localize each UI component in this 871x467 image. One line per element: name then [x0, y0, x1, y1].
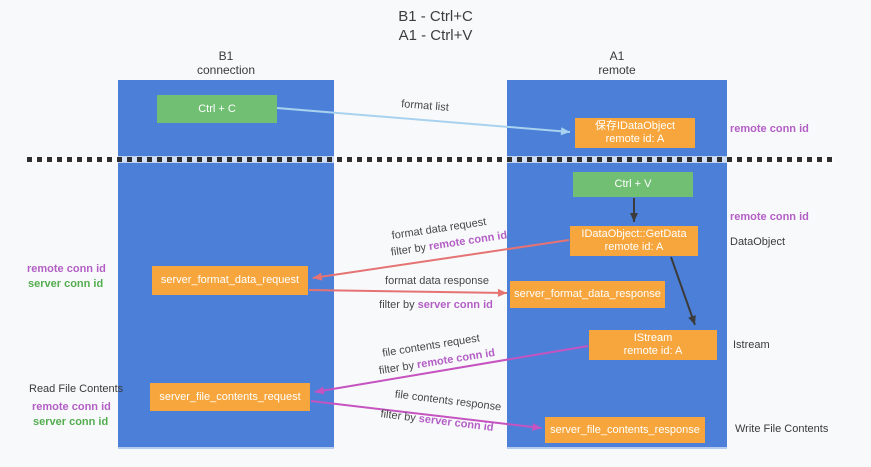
node-ctrl-c: Ctrl + C: [157, 95, 277, 123]
node-server-format-data-response-label: server_format_data_response: [514, 288, 661, 300]
lane-header-b1-connection: B1 connection: [118, 49, 334, 77]
label-remote-conn-id-mid-right: remote conn id: [730, 211, 809, 223]
label-dataobject: DataObject: [730, 236, 786, 248]
node-idataobject-getdata-line2: remote id: A: [604, 241, 664, 253]
lane-header-connection: connection: [196, 63, 256, 77]
node-save-idataobject-line1: 保存IDataObject: [594, 120, 676, 132]
label-server-conn-id-left-file: server conn id: [33, 416, 109, 428]
edge-label-format-list: format list: [400, 98, 450, 114]
node-istream: IStream remote id: A: [589, 330, 717, 360]
dashed-separator-line: [27, 157, 833, 162]
node-server-format-data-request-label: server_format_data_request: [160, 274, 300, 286]
title-line-2: A1 - Ctrl+V: [398, 27, 473, 44]
node-save-idataobject: 保存IDataObject remote id: A: [575, 118, 695, 148]
edge-label-file-contents-response-filter: filter by server conn id: [380, 408, 494, 434]
node-server-file-contents-request-label: server_file_contents_request: [159, 390, 301, 403]
node-save-idataobject-line2: remote id: A: [605, 133, 665, 145]
lane-header-a1: A1: [609, 49, 625, 63]
arrow-format-data-response: [308, 289, 508, 294]
label-remote-conn-id-top-right: remote conn id: [730, 123, 809, 135]
lane-header-remote: remote: [598, 63, 636, 77]
diagram-title: B1 - Ctrl+C A1 - Ctrl+V: [0, 7, 871, 45]
node-idataobject-getdata: IDataObject::GetData remote id: A: [570, 226, 698, 256]
title-line-1: B1 - Ctrl+C: [398, 8, 473, 25]
filter-by-text: filter by: [379, 408, 420, 425]
label-remote-conn-id-left-file: remote conn id: [32, 401, 111, 413]
node-server-file-contents-response-label: server_file_contents_response: [550, 423, 700, 436]
node-istream-line2: remote id: A: [623, 345, 683, 357]
lane-header-b1: B1: [218, 49, 234, 63]
node-ctrl-v-label: Ctrl + V: [614, 178, 652, 190]
label-istream: Istream: [733, 339, 770, 351]
node-istream-line1: IStream: [633, 332, 673, 344]
node-ctrl-v: Ctrl + V: [573, 172, 693, 197]
filter-key-server-conn-id: server conn id: [418, 412, 495, 434]
node-ctrl-c-label: Ctrl + C: [198, 102, 236, 115]
filter-by-text: filter by: [379, 299, 418, 311]
node-server-format-data-request: server_format_data_request: [152, 266, 308, 295]
label-server-conn-id-left-format: server conn id: [28, 278, 104, 290]
node-server-file-contents-request: server_file_contents_request: [150, 383, 310, 411]
node-server-file-contents-response: server_file_contents_response: [545, 417, 705, 443]
edge-label-format-data-response: format data response: [385, 275, 489, 287]
edge-label-file-contents-response: file contents response: [394, 388, 502, 414]
filter-by-text: filter by: [390, 241, 430, 259]
label-read-file-contents: Read File Contents: [29, 383, 124, 395]
node-idataobject-getdata-line1: IDataObject::GetData: [581, 228, 687, 240]
lane-header-a1-remote: A1 remote: [507, 49, 727, 77]
edge-label-format-data-response-filter: filter by server conn id: [379, 299, 493, 311]
label-write-file-contents: Write File Contents: [735, 423, 829, 435]
node-server-format-data-response: server_format_data_response: [510, 281, 665, 308]
arrow-ctrlv-to-getdata: [633, 198, 635, 222]
label-remote-conn-id-left-format: remote conn id: [27, 263, 106, 275]
filter-key-server-conn-id: server conn id: [417, 299, 493, 311]
